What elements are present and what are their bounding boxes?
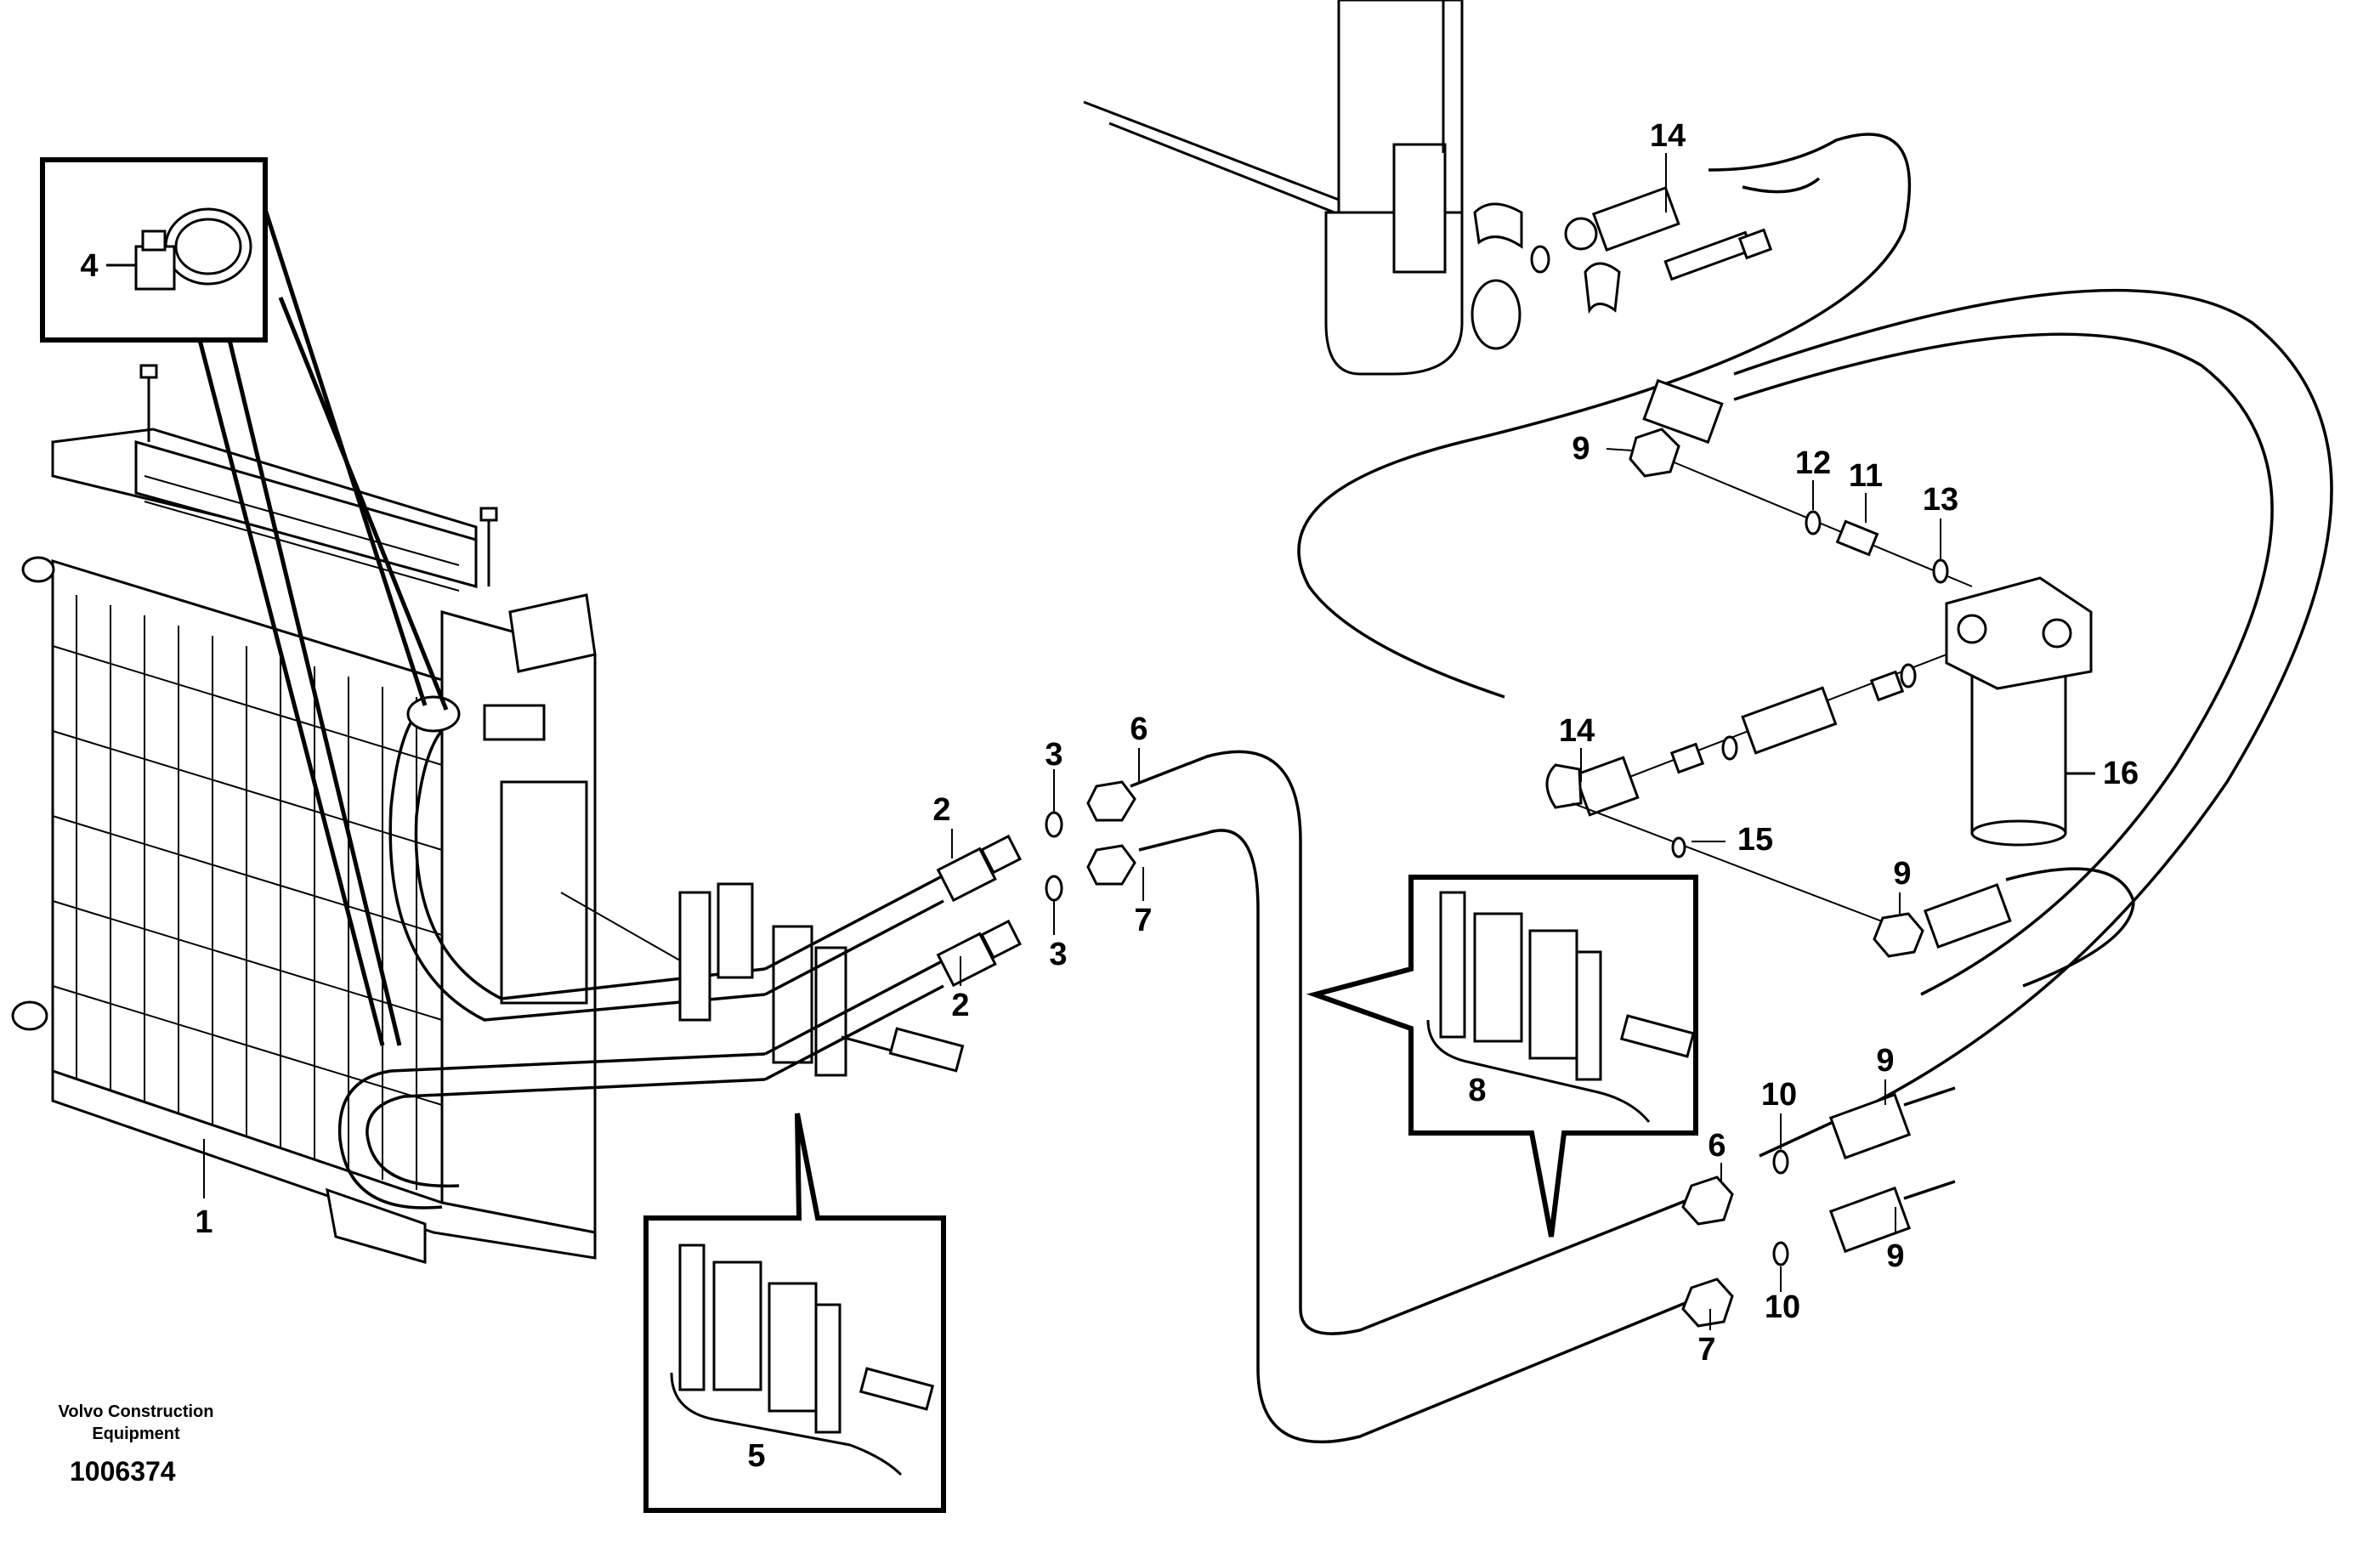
radiator-core-fins [52, 595, 443, 1190]
inset-clamp-8 [1306, 875, 1698, 1238]
callout-14-upper: 14 [1650, 118, 1686, 154]
callout-8: 8 [1468, 1073, 1486, 1108]
callout-9-right: 9 [1876, 1043, 1894, 1079]
nuts-6-7 [1086, 780, 1136, 886]
o-ring-3-upper [1045, 811, 1063, 838]
callout-14-lower: 14 [1559, 713, 1595, 749]
callout-leaders [203, 153, 1941, 1330]
filter-assembly [1297, 133, 2333, 1158]
callout-12: 12 [1795, 445, 1831, 481]
callout-4: 4 [80, 248, 98, 284]
callout-7-lower: 7 [1697, 1332, 1715, 1368]
o-ring-3-lower [1045, 875, 1063, 902]
inset-4-leaders [197, 203, 449, 1046]
callout-2-lower: 2 [951, 988, 969, 1023]
credit-line-1: Volvo Construction [59, 1402, 214, 1421]
callout-6-lower: 6 [1708, 1128, 1726, 1164]
inset-hose-clamp [40, 157, 268, 343]
callout-10-lower: 10 [1765, 1289, 1800, 1325]
oil-cooler-radiator [11, 364, 597, 1264]
callout-16: 16 [2103, 756, 2139, 791]
callout-15: 15 [1737, 822, 1773, 858]
callout-2-upper: 2 [932, 792, 950, 828]
hose-clamp-blocks [560, 882, 965, 1077]
callout-1: 1 [195, 1204, 212, 1240]
inset-clamp-5 [643, 1113, 946, 1513]
callout-9-upper: 9 [1572, 431, 1590, 467]
callout-10-upper: 10 [1761, 1077, 1797, 1113]
callout-7-upper: 7 [1134, 903, 1152, 938]
callout-6-upper: 6 [1130, 711, 1148, 747]
callout-9-lower: 9 [1886, 1238, 1904, 1274]
lower-right-fittings [1681, 1086, 1956, 1328]
credit-block: Volvo Construction Equipment 1006374 [59, 1402, 214, 1487]
long-hose-loop [1130, 750, 1692, 1444]
callout-13: 13 [1923, 482, 1958, 518]
hydraulic-tank-connection [1083, 0, 1773, 376]
callout-3-upper: 3 [1045, 737, 1062, 773]
callout-3-lower: 3 [1049, 937, 1067, 972]
callout-11: 11 [1849, 458, 1883, 494]
credit-line-2: Equipment [92, 1425, 180, 1443]
hose-assembly-2 [764, 834, 1022, 1081]
callout-labels: 1 2 2 3 3 4 5 6 6 7 7 8 9 9 9 9 10 10 11… [80, 118, 2139, 1474]
callout-5: 5 [747, 1438, 765, 1474]
document-id: 1006374 [70, 1456, 176, 1487]
callout-9-middle: 9 [1893, 856, 1911, 892]
